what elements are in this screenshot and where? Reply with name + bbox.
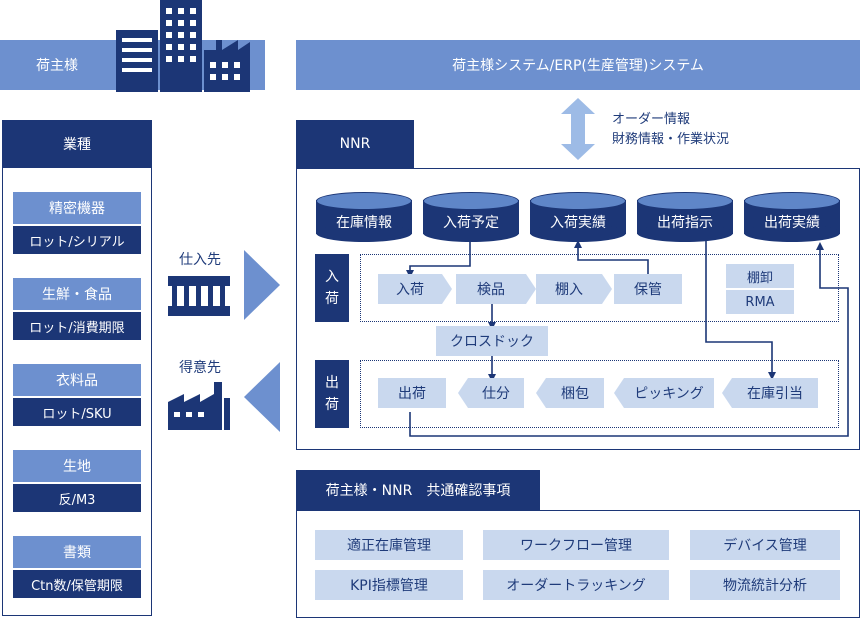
industry-item-detail: 反/M3: [13, 484, 141, 512]
database-label: 出荷実績: [764, 215, 820, 231]
database-cylinder: 入荷予定: [423, 192, 519, 242]
outbound-char-1: 出: [325, 375, 339, 391]
outbound-step-allocation: 在庫引当: [732, 378, 818, 408]
chevron-left-icon: [536, 378, 546, 408]
outbound-area: [360, 360, 839, 428]
customer-label: 得意先: [179, 360, 221, 376]
chevron-left-icon: [614, 378, 624, 408]
chevron-right-icon: [526, 274, 536, 304]
database-cylinder: 出荷実績: [744, 192, 840, 242]
common-item: デバイス管理: [690, 530, 840, 560]
office-buildings-icon: [116, 0, 250, 92]
industry-item-detail: ロット/シリアル: [13, 226, 141, 254]
nnr-header: NNR: [296, 120, 414, 168]
database-label: 入荷予定: [443, 215, 499, 231]
crossdock-box: クロスドック: [436, 326, 548, 356]
instruction-to-allocation-line: [705, 238, 776, 380]
warehouse-icon: [168, 276, 230, 316]
factory-icon: [168, 382, 230, 430]
common-item: KPI指標管理: [315, 570, 463, 600]
chevron-left-icon: [458, 378, 468, 408]
database-cylinder: 入荷実績: [530, 192, 626, 242]
inbound-char-2: 荷: [325, 291, 339, 307]
database-cylinder: 在庫情報: [316, 192, 412, 242]
database-cylinder: 出荷指示: [637, 192, 733, 242]
chevron-right-icon: [442, 274, 452, 304]
common-item: オーダートラッキング: [483, 570, 669, 600]
common-panel: [296, 510, 860, 618]
inbound-step-putaway: 棚入: [536, 274, 602, 304]
database-label: 在庫情報: [336, 215, 392, 231]
industry-header: 業種: [2, 120, 152, 168]
inbound-step-storage: 保管: [614, 274, 682, 304]
common-header-label: 荷主様・NNR 共通確認事項: [325, 483, 511, 499]
side-item-inventory-count: 棚卸: [726, 264, 794, 288]
database-label: 入荷実績: [550, 215, 606, 231]
inbound-char-1: 入: [325, 269, 339, 285]
industry-item-name: 精密機器: [13, 192, 141, 224]
shipper-system-label: 荷主様システム/ERP(生産管理)システム: [452, 58, 704, 74]
exchange-line-finance: 財務情報・作業状況: [612, 132, 730, 147]
industry-item-name: 書類: [13, 536, 141, 568]
storage-to-result-line: [574, 240, 649, 274]
supplier-label: 仕入先: [179, 252, 221, 268]
database-label: 出荷指示: [657, 215, 713, 231]
ship-to-result-line: [409, 242, 849, 437]
industry-item-detail: ロット/消費期限: [13, 312, 141, 340]
right-arrow-icon: [244, 250, 280, 320]
common-item: 物流統計分析: [690, 570, 840, 600]
industry-item-detail: ロット/SKU: [13, 398, 141, 426]
common-item: ワークフロー管理: [483, 530, 669, 560]
shipper-label: 荷主様: [36, 58, 78, 74]
shipper-system-banner: 荷主様システム/ERP(生産管理)システム: [296, 40, 860, 90]
industry-item-detail: Ctn数/保管期限: [13, 570, 141, 598]
industry-item-name: 衣料品: [13, 364, 141, 396]
industry-item-name: 生鮮・食品: [13, 278, 141, 310]
chevron-right-icon: [602, 274, 612, 304]
outbound-section-label: 出 荷: [315, 360, 349, 428]
left-arrow-icon: [244, 362, 280, 432]
exchange-info: オーダー情報 財務情報・作業状況: [612, 110, 792, 150]
plan-to-receive-line: [406, 238, 471, 278]
industry-item-name: 生地: [13, 450, 141, 482]
chevron-left-icon: [722, 378, 732, 408]
outbound-step-ship: 出荷: [378, 378, 446, 408]
outbound-step-sort: 仕分: [468, 378, 524, 408]
outbound-step-pack: 梱包: [546, 378, 604, 408]
outbound-step-picking: ピッキング: [624, 378, 714, 408]
nnr-header-label: NNR: [339, 136, 371, 152]
inbound-section-label: 入 荷: [315, 254, 349, 322]
common-item: 適正在庫管理: [315, 530, 463, 560]
inbound-step-inspect: 検品: [456, 274, 526, 304]
common-header: 荷主様・NNR 共通確認事項: [296, 470, 540, 510]
industry-header-label: 業種: [63, 137, 91, 153]
outbound-char-2: 荷: [325, 397, 339, 413]
bidirectional-arrow-icon: [561, 98, 595, 160]
inbound-step-receive: 入荷: [378, 274, 442, 304]
side-item-rma: RMA: [726, 290, 794, 314]
exchange-line-order: オーダー情報: [612, 112, 691, 127]
